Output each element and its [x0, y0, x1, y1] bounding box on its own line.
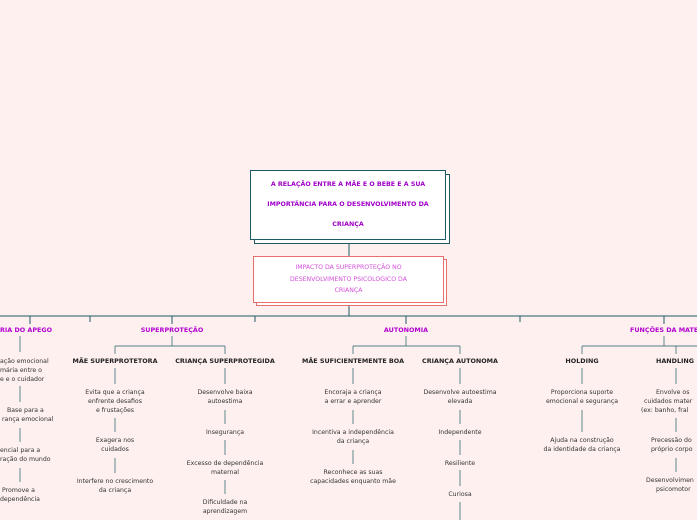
csp-item-4-line-2: aprendizagem [202, 508, 248, 515]
msp-item-1-line-1: Evita que a criança [85, 389, 145, 396]
csp-item-1-line-1: Desenvolve baixa [197, 389, 253, 396]
central-topic-line-3: CRIANÇA [332, 221, 364, 228]
crianca-superprotegida-item-2[interactable]: Insegurança [206, 428, 244, 437]
crianca-superprotegida-title[interactable]: CRIANÇA SUPERPROTEGIDA [175, 357, 275, 365]
msb-item-2-line-2: da criança [336, 438, 370, 445]
subtopic-line-1: IMPACTO DA SUPERPROTEÇÃO NO [295, 264, 402, 271]
crianca-autonoma-title[interactable]: CRIANÇA AUTONOMA [422, 357, 498, 365]
holding-title[interactable]: HOLDING [565, 357, 599, 365]
csp-item-4-line-1: Dificuldade na [202, 499, 248, 506]
mae-superprotetora-item-1[interactable]: Evita que a criança enfrente desafios e … [85, 388, 144, 415]
apego-item-3[interactable]: encial para a ração do mundo [0, 446, 51, 464]
subtopic-line-3: CRIANÇA [334, 287, 363, 294]
ca-item-4-line-1: Curiosa [448, 491, 472, 498]
handling-item-2-line-2: próprio corpo [651, 446, 693, 453]
msp-item-3-line-2: da criança [98, 487, 132, 494]
csp-item-2-line-1: Insegurança [205, 429, 245, 436]
mae-suficiente-item-2[interactable]: Incentiva a independência da criança [312, 428, 394, 446]
apego-item-1-line-2: mária entre o [0, 367, 42, 374]
handling-item-1-line-2: cuidados mater [644, 398, 693, 405]
holding-item-2[interactable]: Ajuda na construção da identidade da cri… [544, 436, 621, 454]
apego-item-1[interactable]: ação emocional mária entre o e e o cuida… [0, 357, 49, 384]
mae-suficiente-item-3[interactable]: Reconhece as suas capacidades enquanto m… [310, 468, 396, 486]
subtopic-line-2: DESENVOLVIMENTO PSICOLOGICO DA [290, 275, 407, 283]
msp-item-3-line-1: Interfere no crescimento [76, 478, 154, 485]
msp-item-2-line-1: Exagera nos [95, 437, 135, 444]
ca-item-2-line-1: Independente [438, 429, 482, 436]
handling-item-3-line-2: psicomotor [656, 486, 691, 493]
msb-item-1-line-2: a errar e aprender [324, 398, 382, 405]
handling-item-2[interactable]: Precessão do próprio corpo [651, 436, 693, 454]
csp-item-1-line-2: autoestima [207, 398, 243, 405]
handling-item-2-line-1: Precessão do [651, 437, 692, 444]
crianca-autonoma-item-1[interactable]: Desenvolve autoestima elevada [423, 388, 496, 406]
msb-item-3-line-2: capacidades enquanto mãe [310, 478, 396, 485]
category-superprotecao[interactable]: SUPERPROTEÇÃO [140, 326, 204, 334]
apego-item-2-line-2: rança emocional [2, 416, 54, 423]
apego-item-3-line-2: ração do mundo [0, 456, 51, 463]
msp-item-1-line-3: e frustações [95, 407, 135, 414]
handling-item-1-line-3: (ex: banho, fral [641, 407, 689, 414]
holding-item-1-line-1: Proporciona suporte [550, 389, 614, 396]
apego-item-2-line-1: Base para a [7, 407, 44, 414]
crianca-superprotegida-item-3[interactable]: Excesso de dependência maternal [187, 459, 264, 477]
csp-item-3-line-1: Excesso de dependência [186, 460, 264, 467]
mae-superprotetora-item-2[interactable]: Exagera nos cuidados [96, 436, 134, 454]
crianca-autonoma-item-4[interactable]: Curiosa [448, 490, 471, 499]
handling-item-3-line-1: Desenvolvimen [646, 477, 694, 484]
handling-title[interactable]: HANDLING [656, 357, 694, 365]
mae-suficiente-item-1[interactable]: Encoraja a criança a errar e aprender [324, 388, 381, 406]
mae-superprotetora-title[interactable]: MÃE SUPERPROTETORA [72, 357, 158, 365]
central-topic-line-2: IMPORTÂNCIA PARA O DESENVOLVIMENTO DA [267, 201, 429, 208]
apego-item-4-line-2: dependência [0, 496, 40, 503]
msp-item-1-line-2: enfrente desafios [88, 398, 142, 405]
crianca-autonoma-item-2[interactable]: Independente [438, 428, 481, 437]
central-topic-box[interactable]: A RELAÇÃO ENTRE A MÃE E O BEBE E A SUA I… [250, 170, 446, 240]
category-autonomia[interactable]: AUTONOMIA [383, 326, 429, 334]
mae-suficiente-title[interactable]: MÃE SUFICIENTEMENTE BOA [301, 357, 405, 365]
mae-superprotetora-item-3[interactable]: Interfere no crescimento da criança [77, 477, 153, 495]
category-funcoes[interactable]: FUNÇÕES DA MATE [630, 326, 697, 334]
ca-item-1-line-1: Desenvolve autoestima [423, 389, 497, 396]
apego-item-1-line-1: ação emocional [0, 358, 49, 365]
category-apego[interactable]: RIA DO APEGO [0, 326, 53, 334]
holding-item-2-line-2: da identidade da criança [543, 446, 621, 453]
apego-item-2[interactable]: Base para a rança emocional [2, 406, 53, 424]
msb-item-3-line-1: Reconhece as suas [323, 469, 383, 476]
subtopic-box[interactable]: IMPACTO DA SUPERPROTEÇÃO NO DESENVOLVIME… [253, 256, 444, 303]
ca-item-3-line-1: Resiliente [444, 460, 476, 467]
handling-item-3[interactable]: Desenvolvimen psicomotor [646, 476, 694, 494]
crianca-superprotegida-item-1[interactable]: Desenvolve baixa autoestima [197, 388, 252, 406]
apego-item-4-line-1: Promove a [2, 487, 35, 494]
crianca-autonoma-item-3[interactable]: Resiliente [445, 459, 475, 468]
apego-item-4[interactable]: Promove a dependência [0, 486, 40, 504]
holding-item-1-line-2: emocional e segurança [545, 398, 619, 405]
csp-item-3-line-2: maternal [211, 469, 239, 476]
central-topic-line-1: A RELAÇÃO ENTRE A MÃE E O BEBE E A SUA [270, 181, 426, 188]
holding-item-2-line-1: Ajuda na construção [550, 437, 614, 444]
apego-item-1-line-3: e e o cuidador [0, 376, 45, 383]
handling-item-1-line-1: Envolve os [656, 389, 690, 396]
msb-item-1-line-1: Encoraja a criança [324, 389, 382, 396]
handling-item-1[interactable]: Envolve os cuidados mater (ex: banho, fr… [641, 388, 692, 415]
msb-item-2-line-1: Incentiva a independência [312, 429, 394, 436]
ca-item-1-line-2: elevada [447, 398, 473, 405]
apego-item-3-line-1: encial para a [0, 447, 41, 454]
holding-item-1[interactable]: Proporciona suporte emocional e seguranç… [546, 388, 618, 406]
crianca-superprotegida-item-4[interactable]: Dificuldade na aprendizagem [203, 498, 248, 516]
msp-item-2-line-2: cuidados [101, 446, 129, 453]
